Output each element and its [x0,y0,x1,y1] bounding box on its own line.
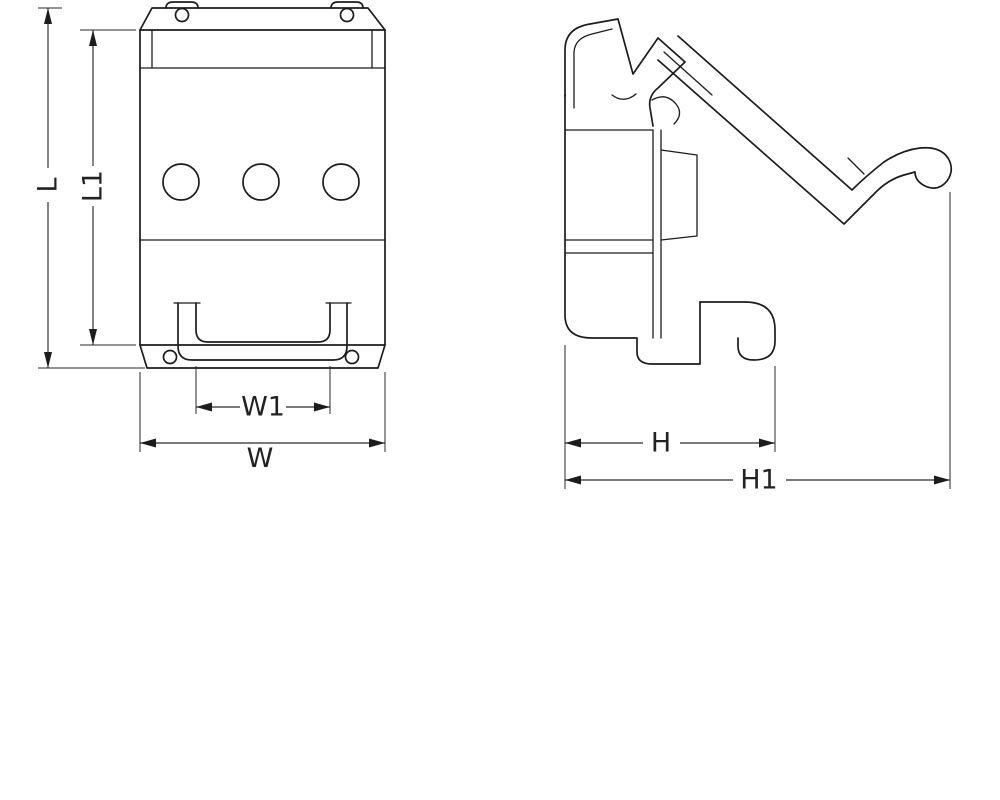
lever [657,35,953,225]
dimensions: L L1 W1 W [33,7,951,496]
jaw-inner-wall [573,28,613,109]
arrowhead-right [759,438,775,448]
jaw-arc-detail [611,93,637,100]
arrowhead-right [314,402,330,412]
arrowhead-left [565,438,581,448]
arrowhead-left [140,438,156,448]
dimension-W1: W1 [195,366,331,423]
side-body-profile [564,94,701,365]
lever-step-detail [847,157,865,175]
label-H1: H1 [740,465,777,496]
ext-line [195,366,331,414]
ext-line [38,7,145,369]
side-protrusion [660,149,698,241]
side-mid-lines [564,239,654,254]
lever-base-detail [663,51,713,96]
pivot-detail [651,96,681,125]
jaw-outline [564,18,686,127]
terminal-hole-1 [162,163,200,201]
arrowhead-down [44,352,52,368]
arrowhead-down [89,329,97,345]
arrowhead-up [44,8,52,24]
top-tab-right [330,1,364,9]
dimension-L1: L1 [78,29,136,346]
label-H: H [651,428,671,459]
din-clip-outer [177,302,348,361]
arrowhead-left [565,475,581,485]
arrowhead-up [89,30,97,46]
top-plate [139,7,386,31]
side-right-wall [652,129,662,339]
body-outline [139,29,386,346]
top-screw-hole-right [339,7,355,23]
arrowhead-right [369,438,385,448]
terminal-hole-3 [322,163,360,201]
ext-line [564,345,776,489]
terminal-hole-2 [242,163,280,201]
top-screw-hole-left [174,7,190,23]
dimension-L: L [33,7,145,369]
ext-line [139,372,386,452]
side-view [564,18,953,365]
dimension-W: W [139,372,386,474]
ext-line [80,29,136,346]
top-recess [139,29,386,69]
arrowhead-right [934,475,950,485]
bottom-plate [139,344,386,369]
release-hook [699,301,776,361]
dimension-H: H [564,345,776,489]
bottom-screw-hole-right [344,349,360,365]
label-L1: L1 [78,170,109,202]
arrowhead-left [196,402,212,412]
bottom-screw-hole-left [162,349,178,365]
label-W1: W1 [241,392,285,423]
label-L: L [33,177,64,192]
top-tab-left [165,1,199,9]
din-clip-inner [195,302,331,343]
dimension-H1: H1 [565,192,951,496]
label-W: W [247,443,274,474]
front-view [139,1,386,369]
